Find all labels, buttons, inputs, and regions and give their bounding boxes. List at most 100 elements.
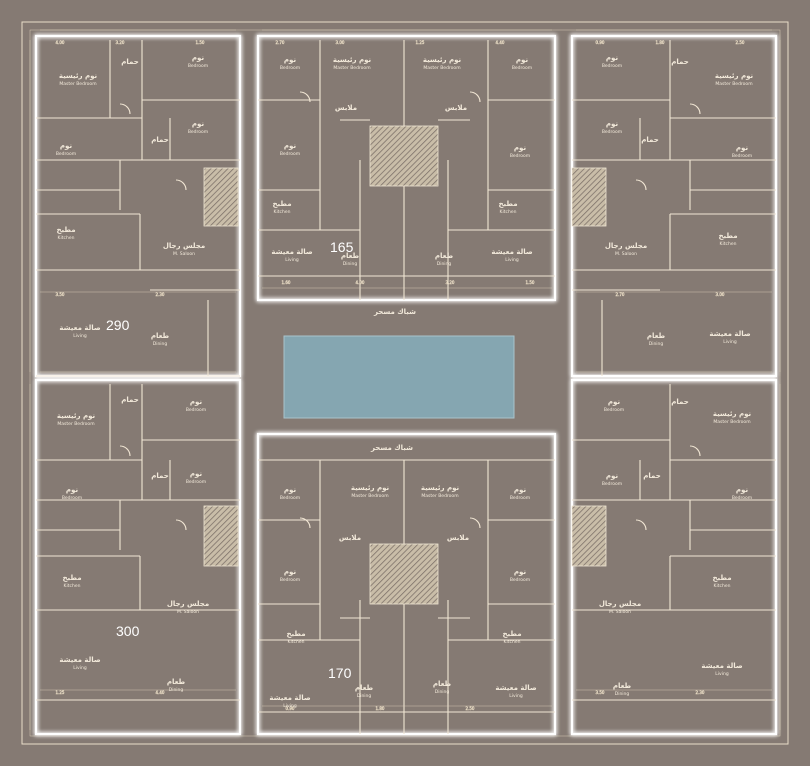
courtyard-pool (283, 335, 515, 419)
room-label-ar: نوم (190, 398, 203, 406)
room-label-ar: نوم (284, 56, 297, 64)
door-arc-2 (299, 517, 311, 529)
room-label-en: Bedroom (510, 495, 530, 501)
wall-group-3 (36, 384, 240, 701)
dimension-label: 1.25 (56, 690, 65, 695)
room-dressing-t-22: ملابس (335, 104, 357, 112)
room-bath-br-66: حمام (671, 398, 689, 406)
unit-number-165: 165 (330, 239, 354, 255)
room-label-en: Dining (615, 691, 630, 697)
dimension-label: 1.50 (526, 280, 535, 285)
room-label-ar: نوم رئيسية (333, 56, 372, 64)
room-label-en: Bedroom (186, 479, 206, 485)
dimension-label: 0.90 (286, 706, 295, 711)
room-label-ar: صالة معيشة (701, 662, 742, 670)
dimension-label: 2.30 (156, 292, 165, 297)
room-label-ar: طعام (355, 684, 374, 692)
room-label-ar: حمام (121, 396, 139, 404)
room-bath-bl-43: حمام (151, 472, 169, 480)
room-label-en: Kitchen (720, 241, 737, 247)
room-label-ar: نوم (192, 120, 205, 128)
room-label-ar: صالة معيشة (59, 656, 100, 664)
room-label-ar: ملابس (335, 104, 357, 112)
room-label-ar: صالة معيشة (271, 248, 312, 256)
room-label-ar: نوم (284, 568, 297, 576)
door-arc-3 (469, 517, 481, 529)
room-label-en: Bedroom (510, 153, 530, 159)
room-label-en: Master Bedroom (423, 65, 460, 71)
room-label-ar: نوم رئيسية (715, 72, 754, 80)
unit-number-170: 170 (328, 665, 352, 681)
room-label-ar: حمام (121, 58, 139, 66)
room-bath-tl-8: حمام (121, 58, 139, 66)
room-label-ar: مطبخ (712, 574, 731, 582)
room-label-en: Master Bedroom (713, 419, 750, 425)
room-label-ar: مطبخ (498, 200, 517, 208)
room-label-en: Dining (343, 261, 358, 267)
wall-group-5 (572, 384, 776, 701)
room-label-ar: نوم رئيسية (421, 484, 460, 492)
stair-core-bl (203, 505, 239, 567)
room-label-ar: صالة معيشة (709, 330, 750, 338)
room-label-en: Bedroom (62, 495, 82, 501)
room-label-en: Bedroom (56, 151, 76, 157)
room-label-en: Bedroom (602, 129, 622, 135)
wall-group-2 (572, 40, 776, 376)
stair-core-bottom (369, 543, 439, 605)
room-label-en: Bedroom (732, 153, 752, 159)
room-label-ar: طعام (167, 678, 186, 686)
room-label-en: Living (285, 257, 299, 263)
room-dressing-b-56: ملابس (339, 534, 361, 542)
room-label-ar: صالة معيشة (495, 684, 536, 692)
room-label-en: M. Saloon (177, 609, 199, 615)
room-label-ar: طعام (613, 682, 632, 690)
room-label-ar: نوم (514, 486, 527, 494)
dimension-label: 3.50 (596, 690, 605, 695)
room-label-en: Living (509, 693, 523, 699)
dimension-label: 2.30 (696, 690, 705, 695)
door-arc-6 (119, 445, 131, 457)
room-label-ar: نوم (608, 398, 621, 406)
door-arc-4 (119, 103, 131, 115)
room-label-ar: حمام (643, 472, 661, 480)
dimension-label: 2.50 (466, 706, 475, 711)
room-label-en: Bedroom (602, 481, 622, 487)
room-bath-tr-33: حمام (641, 136, 659, 144)
room-label-en: Bedroom (510, 577, 530, 583)
room-label-en: Kitchen (288, 639, 305, 645)
skylight-label-top: شباك مسحر (373, 308, 416, 316)
room-label-en: Dining (153, 341, 168, 347)
room-label-en: Master Bedroom (57, 421, 94, 427)
room-label-en: Bedroom (186, 407, 206, 413)
room-label-en: Kitchen (58, 235, 75, 241)
dimension-label: 3.20 (446, 280, 455, 285)
door-arc-7 (689, 445, 701, 457)
room-label-ar: مطبخ (62, 574, 81, 582)
